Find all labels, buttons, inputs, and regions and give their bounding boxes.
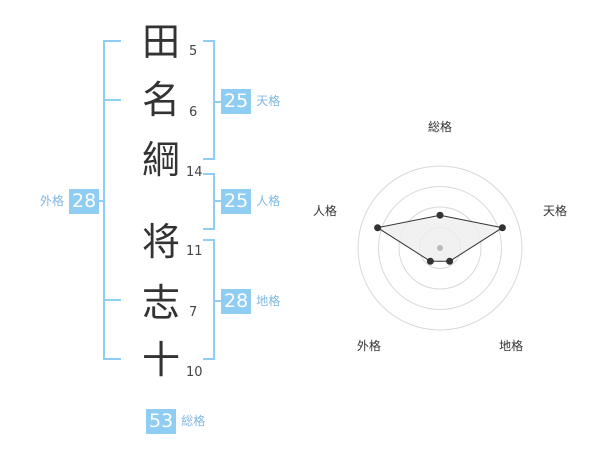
tenkaku-value: 25 bbox=[221, 89, 252, 114]
radar-axis-label-4: 外格 bbox=[356, 338, 381, 353]
name-char-6: 十 bbox=[141, 338, 180, 382]
stroke-count-3: 14 bbox=[186, 165, 203, 180]
name-char-5: 志 bbox=[141, 281, 180, 325]
tenkaku-badge: 25 天格 bbox=[221, 89, 280, 114]
tenkaku-label: 天格 bbox=[256, 94, 281, 108]
radar-point-4 bbox=[426, 257, 434, 265]
stroke-count-6: 10 bbox=[186, 365, 203, 380]
chikaku-label: 地格 bbox=[256, 294, 281, 308]
radar-center-dot bbox=[437, 245, 443, 251]
name-char-3: 綱 bbox=[141, 138, 180, 182]
stroke-count-4: 11 bbox=[186, 244, 203, 259]
name-char-1: 田 bbox=[141, 20, 180, 64]
soukaku-value: 53 bbox=[146, 409, 177, 434]
radar-axis-label-1: 総格 bbox=[427, 120, 453, 134]
jinkaku-label: 人格 bbox=[256, 194, 281, 208]
name-char-2: 名 bbox=[141, 78, 180, 122]
jinkaku-badge: 25 人格 bbox=[221, 189, 280, 214]
chikaku-badge: 28 地格 bbox=[221, 289, 280, 314]
radar-point-2 bbox=[498, 224, 506, 232]
radar-ring-4 bbox=[357, 165, 523, 331]
name-char-4: 将 bbox=[141, 220, 180, 264]
jinkaku-value: 25 bbox=[221, 189, 252, 214]
radar-axis-label-2: 天格 bbox=[543, 203, 568, 218]
radar-data-polygon bbox=[376, 214, 504, 262]
gaikaku-value: 28 bbox=[69, 189, 100, 214]
stroke-count-1: 5 bbox=[189, 44, 198, 59]
chikaku-value: 28 bbox=[221, 289, 252, 314]
radar-point-1 bbox=[436, 211, 444, 219]
gaikaku-badge: 外格 28 bbox=[40, 189, 100, 214]
radar-point-3 bbox=[446, 257, 454, 265]
soukaku-badge: 53 総格 bbox=[146, 409, 205, 434]
soukaku-label: 総格 bbox=[181, 414, 206, 428]
radar-ring-3 bbox=[378, 186, 502, 310]
tenkaku-bracket bbox=[203, 40, 215, 160]
radar-ring-2 bbox=[398, 206, 482, 290]
stroke-count-2: 6 bbox=[189, 105, 198, 120]
radar-axis-label-3: 地格 bbox=[499, 338, 524, 353]
gaikaku-label: 外格 bbox=[40, 194, 65, 208]
radar-axis-label-5: 人格 bbox=[312, 203, 337, 218]
chikaku-bracket bbox=[203, 239, 215, 360]
radar-point-5 bbox=[374, 224, 382, 232]
stroke-count-5: 7 bbox=[189, 305, 198, 320]
